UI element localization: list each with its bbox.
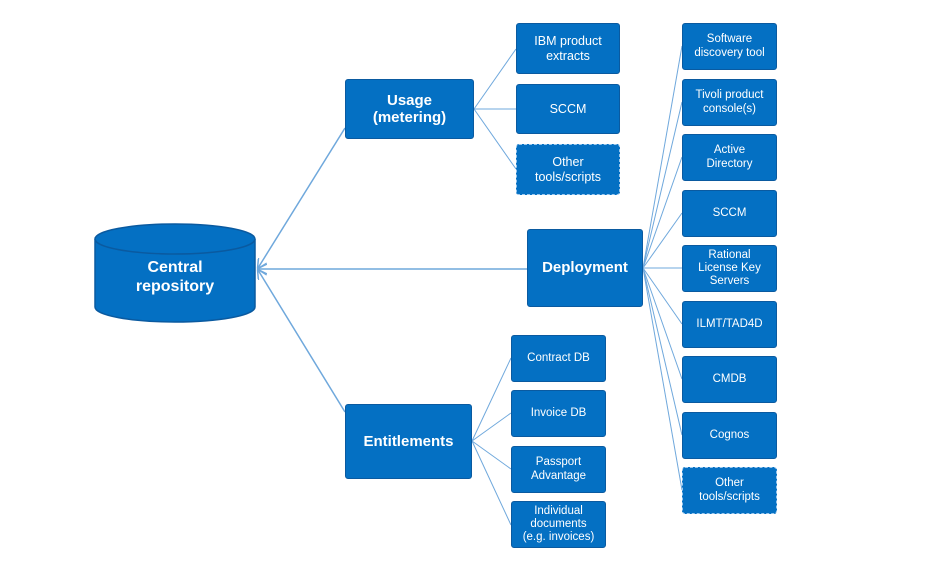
- deployment-item: Active Directory: [682, 134, 777, 181]
- entitlement-item: Invoice DB: [511, 390, 606, 437]
- entitlement-item: Contract DB: [511, 335, 606, 382]
- entitlement-item: Individual documents (e.g. invoices): [511, 501, 606, 548]
- deployment-item: CMDB: [682, 356, 777, 403]
- deployment-item: Other tools/scripts: [682, 467, 777, 514]
- usage-item: SCCM: [516, 84, 620, 134]
- arrow-usage-to-central: [258, 127, 346, 268]
- deployment-hub: Deployment: [527, 229, 643, 307]
- deployment-item: SCCM: [682, 190, 777, 237]
- usage-item: Other tools/scripts: [516, 144, 620, 195]
- entitlements-hub: Entitlements: [345, 404, 472, 479]
- deployment-item: Cognos: [682, 412, 777, 459]
- central-repository-cylinder: [94, 223, 256, 323]
- usage-hub: Usage (metering): [345, 79, 474, 139]
- deployment-item: ILMT/TAD4D: [682, 301, 777, 348]
- deployment-item: Software discovery tool: [682, 23, 777, 70]
- deployment-item: Rational License Key Servers: [682, 245, 777, 292]
- central-repository-label: Central repository: [135, 259, 215, 296]
- deployment-item: Tivoli product console(s): [682, 79, 777, 126]
- usage-item: IBM product extracts: [516, 23, 620, 74]
- entitlement-item: Passport Advantage: [511, 446, 606, 493]
- arrow-entitlements-to-central: [258, 270, 346, 413]
